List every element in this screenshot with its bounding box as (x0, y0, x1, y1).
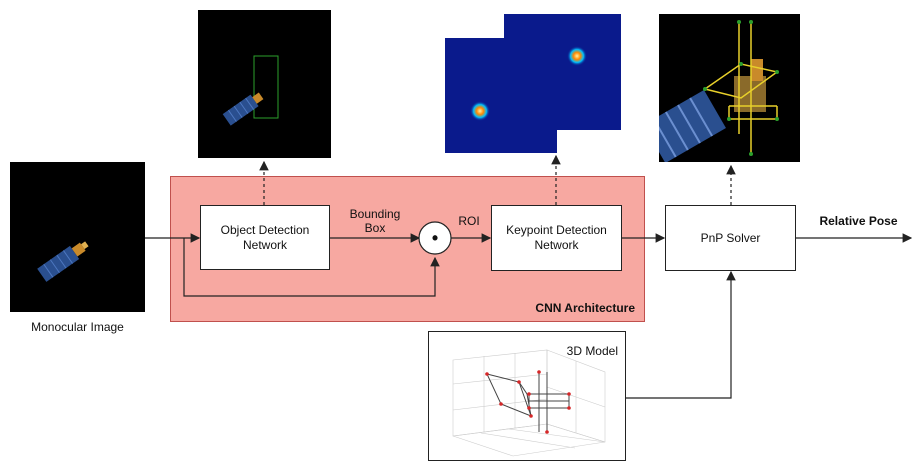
multiply-symbol: • (431, 228, 439, 248)
bounding-box-label: Bounding Box (349, 207, 401, 235)
bounding-box (253, 55, 279, 119)
keypoint-detection-network: Keypoint Detection Network (491, 205, 622, 271)
pnp-solver-label: PnP Solver (700, 230, 761, 245)
keypoint-heat-spot (567, 46, 587, 66)
heatmap-front (445, 38, 557, 153)
keypoint-detection-label: Keypoint Detection Network (506, 223, 607, 252)
multiply-node (418, 221, 452, 255)
monocular-image-label: Monocular Image (31, 320, 124, 334)
relative-pose-label: Relative Pose (819, 214, 898, 228)
model-3d-label: 3D Model (566, 344, 618, 358)
satellite-icon (37, 241, 89, 282)
detection-output-image (198, 10, 331, 158)
object-detection-label: Object Detection Network (220, 222, 310, 252)
cnn-architecture-label: CNN Architecture (535, 301, 635, 315)
keypoint-heat-spot (470, 101, 490, 121)
model-3d-plot (452, 349, 606, 457)
skip-connection (183, 238, 440, 297)
model-to-pnp-arrow (626, 270, 736, 399)
pnp-solver: PnP Solver (665, 205, 796, 271)
model-3d-panel (428, 331, 626, 461)
pose-output-image (643, 14, 800, 164)
monocular-image (10, 162, 145, 312)
roi-label: ROI (458, 214, 480, 228)
object-detection-network: Object Detection Network (200, 205, 330, 270)
